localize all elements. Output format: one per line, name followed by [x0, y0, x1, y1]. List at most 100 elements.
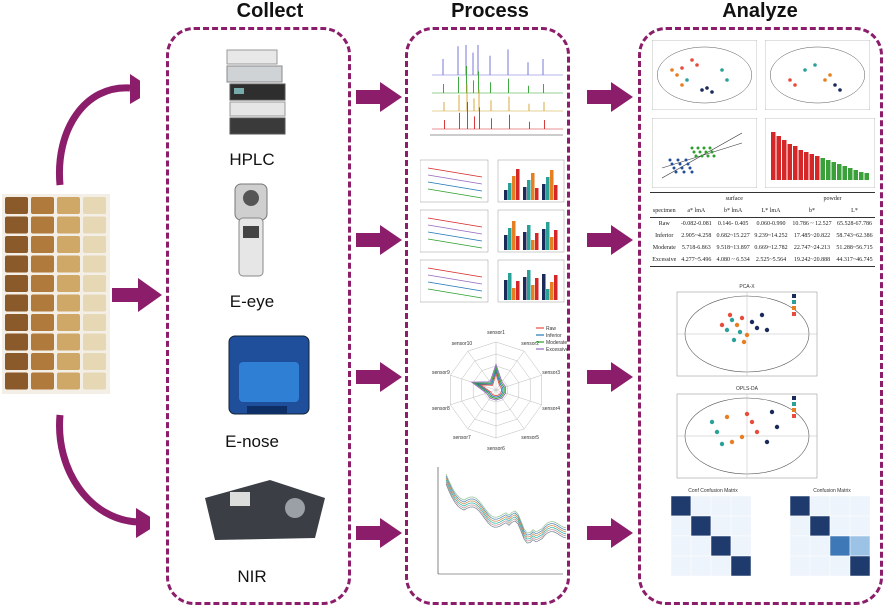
scatter-point — [670, 68, 674, 72]
table-cell: Excessive — [650, 254, 679, 267]
eeye-bar — [531, 240, 535, 250]
eeye-line — [427, 217, 483, 228]
sample-cell — [57, 314, 80, 331]
regression-point — [700, 154, 704, 158]
eeye-bar — [527, 225, 531, 250]
sample-cell — [31, 333, 54, 351]
radar-legend-label: Raw — [546, 326, 556, 332]
eeye-bar — [516, 169, 520, 200]
cm-right-title: Confusion Matrix — [813, 488, 851, 494]
regression-point — [696, 146, 700, 150]
vip-bar — [793, 146, 798, 180]
confusion-cell — [789, 495, 811, 517]
radar-sensor-label: sensor2 — [521, 341, 539, 347]
confusion-matrix-right: Confusion Matrix — [789, 488, 871, 577]
vip-bar — [848, 168, 853, 180]
sample-cell — [83, 314, 106, 331]
table-header: b* — [789, 205, 834, 218]
radar-spoke — [467, 351, 497, 391]
table-header: L* lmA — [752, 205, 790, 218]
analyze-panel — [638, 27, 883, 605]
sample-cell — [83, 275, 106, 292]
radar-sensor-label: sensor9 — [432, 370, 450, 376]
score-point — [731, 337, 737, 343]
collect-heading: Collect — [236, 0, 304, 22]
table-cell: 22.747~24.213 — [793, 245, 831, 251]
collect-panel — [166, 27, 351, 605]
score-point — [739, 434, 745, 440]
e-eye-instrument-image — [234, 183, 268, 277]
sample-cell — [57, 275, 80, 292]
vip-bar — [804, 152, 809, 180]
sample-cell — [31, 236, 54, 253]
table-cell: 44.317~46.745 — [834, 254, 875, 267]
eeye-bar — [512, 176, 516, 200]
radar-series — [473, 365, 505, 400]
vip-bar-chart — [765, 118, 875, 188]
sample-cell — [57, 197, 80, 214]
eeye-line — [427, 167, 483, 178]
eeye-line — [427, 288, 483, 299]
table-header: specimen — [650, 205, 679, 218]
scatter-point — [695, 63, 699, 67]
confusion-cell — [849, 495, 871, 517]
eeye-bar — [531, 285, 535, 300]
pca-scatter-small-1 — [652, 40, 757, 110]
eeye-bar — [535, 278, 539, 300]
legend-swatch — [792, 396, 796, 400]
confusion-cell — [789, 555, 811, 577]
score-point — [774, 424, 780, 430]
process-panel — [405, 27, 570, 605]
color-data-table: surface powder specimen a* lmA b* lmA L*… — [650, 192, 875, 267]
nir-spectrum — [445, 483, 566, 544]
nir-label: NIR — [237, 567, 267, 586]
score-point — [739, 315, 745, 321]
score-point — [741, 339, 747, 345]
confusion-cell — [809, 535, 831, 557]
eeye-line-frame — [420, 159, 489, 203]
radar-legend-label: Excessive — [546, 347, 568, 353]
scatter-point — [675, 73, 679, 77]
table-header: L* — [834, 205, 875, 218]
e-eye-label: E-eye — [229, 292, 275, 311]
legend-swatch — [792, 402, 796, 406]
analyze-heading: Analyze — [722, 0, 798, 22]
vip-bar — [809, 154, 814, 180]
sample-cell — [83, 255, 106, 273]
arrow-process-to-analyze-1 — [587, 82, 633, 112]
arrow-process-to-analyze-3 — [587, 362, 633, 392]
arrow-eeye-to-process — [356, 225, 402, 255]
scatter-point — [823, 78, 827, 82]
e-eye-charts — [420, 159, 565, 303]
table-group-powder: powder — [789, 192, 875, 205]
table-cell: 9.518~13.897 — [716, 245, 750, 251]
sample-cell — [83, 294, 106, 312]
eeye-bar — [554, 185, 558, 200]
table-header: b* lmA — [714, 205, 753, 218]
cm-left-title: Conf Confusion Matrix — [688, 488, 738, 494]
radar-sensor-label: sensor7 — [453, 435, 471, 441]
eeye-bar — [504, 190, 508, 200]
legend-swatch — [792, 408, 796, 412]
sample-cell — [31, 255, 54, 273]
vip-bar — [771, 132, 776, 180]
vip-bar — [787, 144, 792, 180]
sample-cell — [83, 333, 106, 351]
score-point — [714, 429, 720, 435]
radar-series — [475, 368, 504, 398]
regression-point — [710, 150, 714, 154]
table-row: Moderate 5.718-6.863 9.518~13.897 0.669~… — [650, 242, 875, 254]
confusion-cell — [730, 555, 752, 577]
regression-point — [668, 158, 672, 162]
radar-spoke — [495, 389, 525, 429]
regression-point — [674, 170, 678, 174]
score-point — [759, 312, 765, 318]
radar-spoke — [467, 389, 497, 429]
scatter-point — [680, 83, 684, 87]
confusion-cell — [710, 515, 732, 537]
hplc-label: HPLC — [229, 150, 275, 169]
scatter-point — [838, 88, 842, 92]
confusion-cell — [690, 535, 712, 557]
sample-cell — [83, 236, 106, 253]
eeye-line — [427, 267, 483, 278]
